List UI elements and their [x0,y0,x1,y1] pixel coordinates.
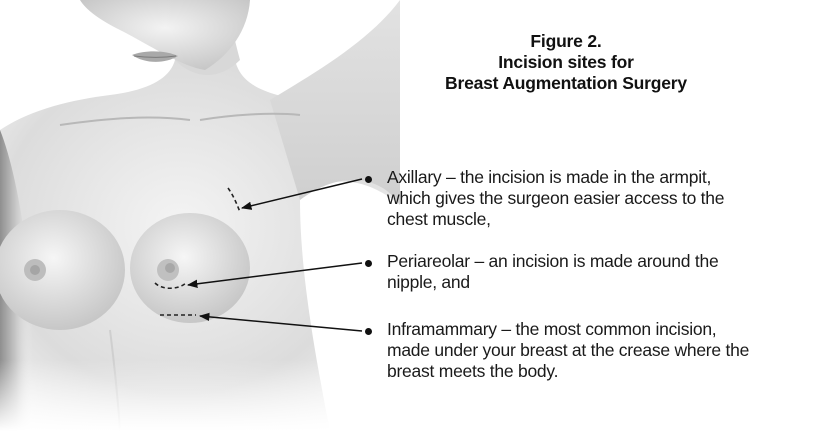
head [80,0,250,75]
callout-line: breast meets the body. [387,361,749,382]
callout-line: chest muscle, [387,209,724,230]
callout-line: Periareolar – an incision is made around… [387,251,718,272]
bullet-axillary [365,176,372,183]
bullet-periareolar [365,260,372,267]
callout-line: Inframammary – the most common incision, [387,319,749,340]
callout-line: nipple, and [387,272,718,293]
figure-title-line: Incision sites for [316,52,816,73]
figure-title: Figure 2. Incision sites for Breast Augm… [316,31,816,94]
figure-title-line: Figure 2. [316,31,816,52]
callout-inframammary: Inframammary – the most common incision,… [387,319,749,382]
callout-axillary: Axillary – the incision is made in the a… [387,167,724,230]
callout-line: which gives the surgeon easier access to… [387,188,724,209]
breast-left [0,210,125,330]
figure-title-line: Breast Augmentation Surgery [316,73,816,94]
callout-periareolar: Periareolar – an incision is made around… [387,251,718,293]
callout-line: made under your breast at the crease whe… [387,340,749,361]
breast-right [130,213,250,323]
callout-line: Axillary – the incision is made in the a… [387,167,724,188]
bullet-inframammary [365,328,372,335]
